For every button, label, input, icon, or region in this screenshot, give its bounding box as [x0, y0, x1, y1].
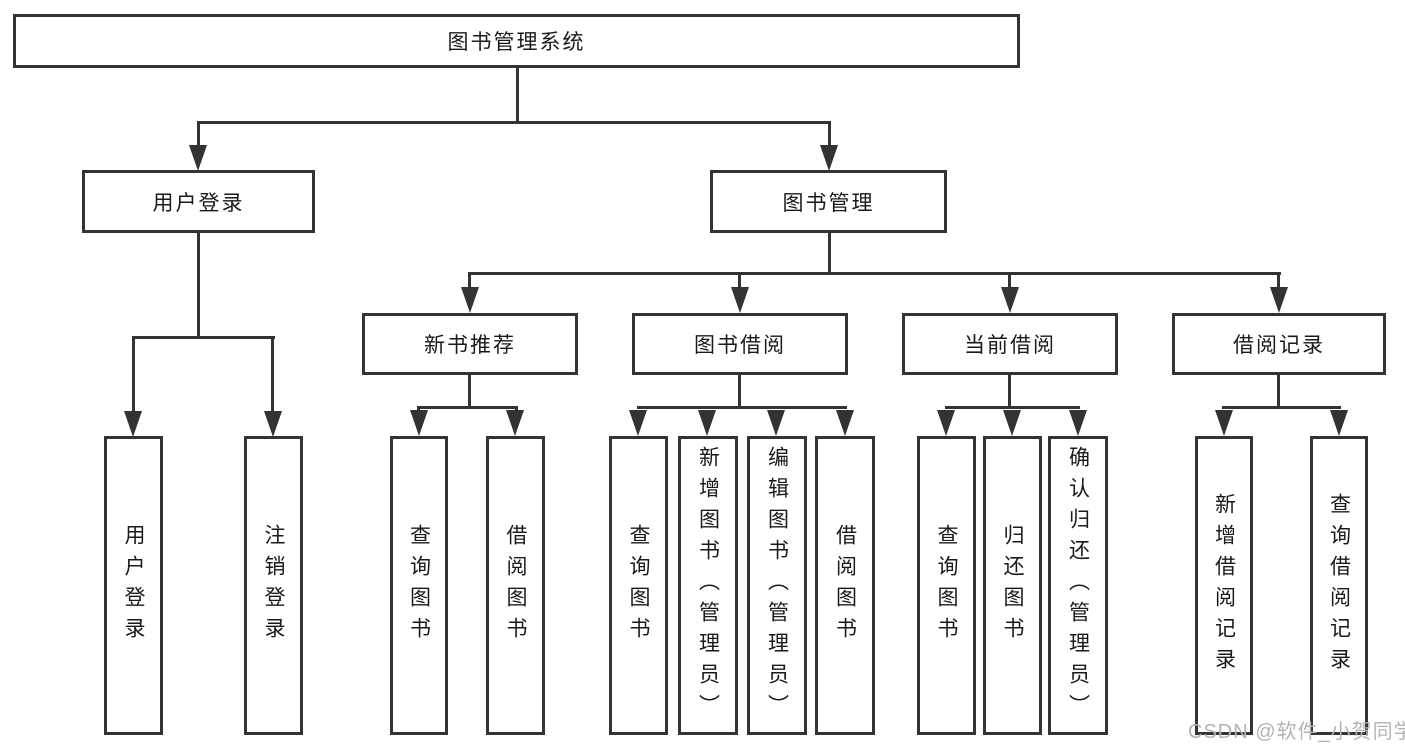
connector-bb-stem: [738, 375, 741, 409]
connector-drop-book-borrowing: [738, 272, 741, 290]
node-user-login: 用户登录: [82, 170, 315, 233]
node-cb-confirm-return: 确认归还（管理员）: [1048, 436, 1108, 735]
connector-cb-stem: [1008, 375, 1011, 409]
arrow-down-icon: [506, 410, 524, 436]
node-current-borrowing-label: 当前借阅: [964, 334, 1056, 357]
arrow-down-icon: [1330, 410, 1348, 436]
arrow-down-icon: [698, 410, 716, 436]
node-logout-leaf: 注销登录: [244, 436, 303, 735]
node-bb-query-books: 查询图书: [609, 436, 668, 735]
arrow-down-icon: [264, 411, 282, 437]
arrow-down-icon: [820, 145, 838, 171]
arrow-down-icon: [1003, 410, 1021, 436]
node-new-book-recommend: 新书推荐: [362, 313, 578, 375]
node-nbr-borrow-books-label: 借阅图书: [504, 523, 527, 648]
node-user-login-leaf: 用户登录: [104, 436, 163, 735]
connector-drop-book-management: [828, 121, 831, 149]
connector-drop-new-book-recommend: [468, 272, 471, 290]
node-br-query-record-label: 查询借阅记录: [1327, 492, 1351, 679]
connector-drop-user-login: [197, 121, 200, 149]
node-bb-query-books-label: 查询图书: [627, 523, 650, 648]
node-logout-leaf-label: 注销登录: [262, 523, 285, 648]
node-nbr-query-books-label: 查询图书: [407, 523, 431, 648]
node-bb-edit-books-label: 编辑图书（管理员）: [765, 446, 789, 725]
node-bb-add-books-label: 新增图书（管理员）: [696, 446, 720, 725]
node-user-login-label: 用户登录: [152, 191, 245, 215]
arrow-down-icon: [1270, 287, 1288, 313]
node-bb-edit-books: 编辑图书（管理员）: [747, 436, 807, 735]
connector-nbr-hbar: [417, 406, 518, 409]
arrow-down-icon: [410, 410, 428, 436]
arrow-down-icon: [629, 410, 647, 436]
node-borrowing-records: 借阅记录: [1172, 313, 1386, 375]
node-nbr-query-books: 查询图书: [390, 436, 448, 735]
connector-cb-hbar: [945, 406, 1080, 409]
node-new-book-recommend-label: 新书推荐: [424, 334, 516, 357]
node-nbr-borrow-books: 借阅图书: [486, 436, 545, 735]
connector-nbr-stem: [468, 375, 471, 409]
connector-user-login-hbar: [132, 336, 275, 339]
node-bb-borrow-books: 借阅图书: [815, 436, 875, 735]
csdn-watermark: CSDN @软件_小贺同学: [1188, 721, 1405, 743]
arrow-down-icon: [124, 411, 142, 437]
node-bb-borrow-books-label: 借阅图书: [833, 523, 857, 648]
connector-drop-logout-leaf: [271, 336, 274, 414]
connector-br-stem: [1277, 375, 1280, 409]
node-cb-query-books: 查询图书: [917, 436, 976, 735]
node-borrowing-records-label: 借阅记录: [1233, 334, 1325, 357]
connector-book-management-hbar: [468, 272, 1281, 275]
node-book-management: 图书管理: [710, 170, 947, 233]
node-br-query-record: 查询借阅记录: [1310, 436, 1368, 735]
arrow-down-icon: [1001, 287, 1019, 313]
node-br-add-record: 新增借阅记录: [1195, 436, 1253, 735]
arrow-down-icon: [1215, 410, 1233, 436]
node-book-management-label: 图书管理: [782, 191, 875, 215]
node-current-borrowing: 当前借阅: [902, 313, 1118, 375]
node-cb-return-books-label: 归还图书: [1001, 523, 1024, 648]
arrow-down-icon: [1069, 410, 1087, 436]
node-user-login-leaf-label: 用户登录: [122, 523, 145, 648]
connector-bb-hbar: [637, 406, 847, 409]
arrow-down-icon: [937, 410, 955, 436]
connector-drop-current-borrowing: [1008, 272, 1011, 290]
node-root-label: 图书管理系统: [447, 31, 586, 54]
node-br-add-record-label: 新增借阅记录: [1212, 492, 1236, 679]
node-cb-return-books: 归还图书: [983, 436, 1042, 735]
connector-book-management-stem: [828, 233, 831, 275]
connector-drop-user-login-leaf: [132, 336, 135, 414]
node-book-borrowing: 图书借阅: [632, 313, 848, 375]
node-cb-confirm-return-label: 确认归还（管理员）: [1066, 446, 1090, 725]
node-bb-add-books: 新增图书（管理员）: [678, 436, 738, 735]
arrow-down-icon: [189, 145, 207, 171]
node-cb-query-books-label: 查询图书: [935, 523, 958, 648]
connector-root-stem: [516, 68, 519, 124]
connector-root-hbar: [197, 121, 831, 124]
node-book-borrowing-label: 图书借阅: [694, 334, 786, 357]
arrow-down-icon: [767, 410, 785, 436]
connector-user-login-stem: [197, 233, 200, 339]
arrow-down-icon: [731, 287, 749, 313]
arrow-down-icon: [836, 410, 854, 436]
node-root: 图书管理系统: [13, 14, 1020, 68]
arrow-down-icon: [461, 287, 479, 313]
connector-drop-borrowing-records: [1277, 272, 1280, 290]
connector-br-hbar: [1222, 406, 1341, 409]
